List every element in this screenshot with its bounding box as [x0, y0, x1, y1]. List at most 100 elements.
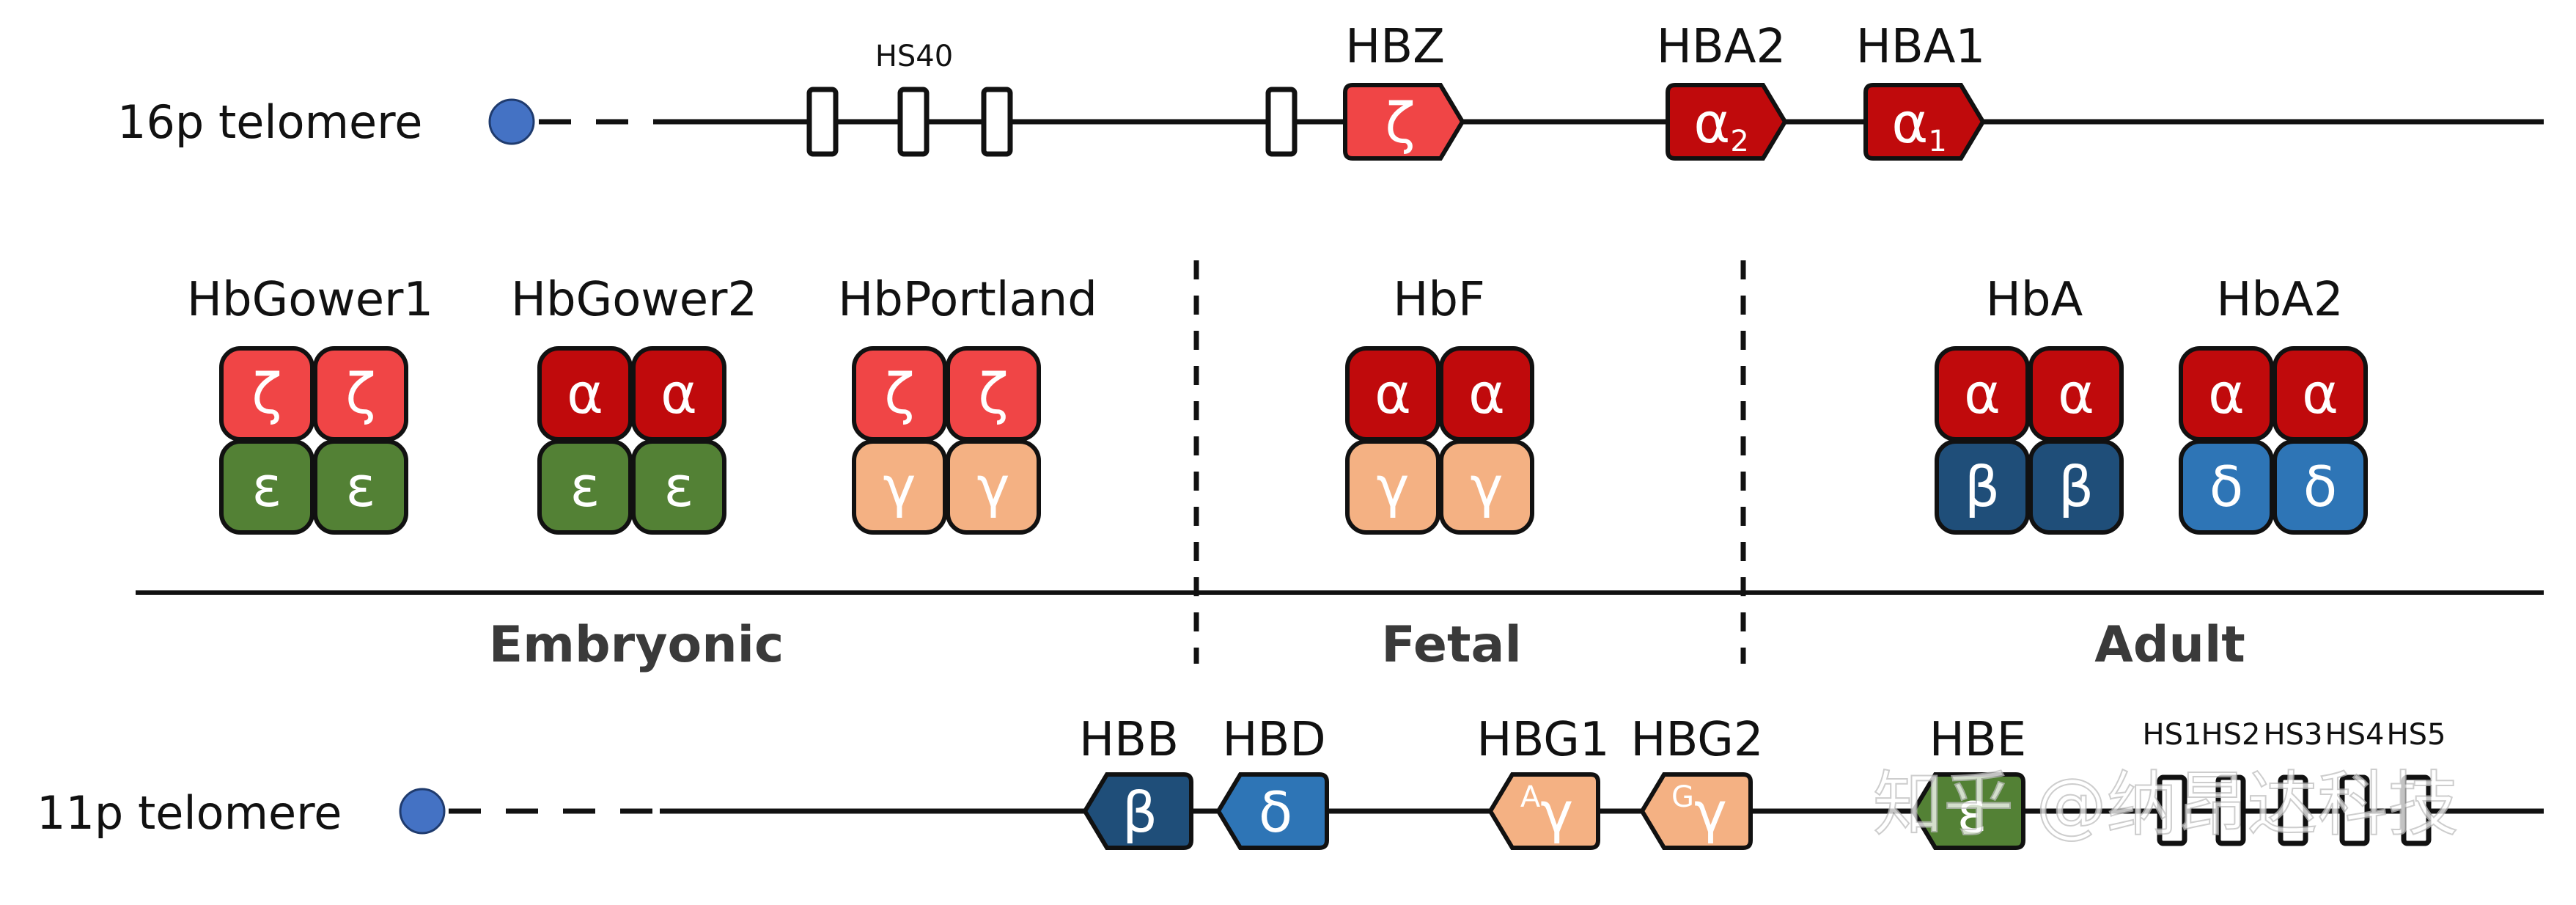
globin-subunit [1935, 439, 2030, 535]
globin-subunit-symbol: α [1375, 361, 1411, 426]
gene-symbol: α [1693, 90, 1730, 155]
hs-label: HS2 [2201, 718, 2261, 752]
hb-name: HbF [1393, 273, 1485, 327]
gene-hbd: HBD δ [1215, 713, 1329, 850]
globin-subunit-symbol: γ [1377, 454, 1410, 519]
hs-site [897, 87, 930, 157]
globin-subunit-symbol: α [1468, 361, 1505, 426]
hs-label: HS1 [2143, 718, 2202, 752]
stage-adult: Adult [2094, 616, 2245, 674]
globin-subunit [852, 439, 947, 535]
globin-subunit-symbol: γ [977, 454, 1010, 519]
hs-site [2157, 774, 2187, 846]
globin-subunit [313, 439, 408, 535]
globin-subunit [1439, 439, 1534, 535]
gene-name: HBZ [1345, 20, 1445, 74]
gene-symbol: δ [1259, 780, 1293, 845]
gene-arrow [1215, 772, 1329, 850]
stage-embryonic: Embryonic [489, 616, 784, 674]
watermark: 知乎 @纳昂达科技 [1873, 763, 2459, 846]
gene-symbol-group: α1 [1891, 90, 1947, 158]
globin-subunit-symbol: δ [2303, 454, 2338, 519]
globin-subunit [2028, 439, 2124, 535]
gene-name: HBG1 [1476, 713, 1609, 767]
gene-name: HBA2 [1657, 20, 1786, 74]
gene-hbg1: HBG1 Aγ [1476, 713, 1610, 850]
gene-name: HBE [1929, 713, 2026, 767]
gene-name: HBA1 [1856, 20, 1986, 74]
globin-subunit [537, 439, 633, 535]
chr11-label: 11p telomere [37, 786, 342, 840]
gene-hba2: HBA2 α2 [1657, 20, 1788, 161]
chr11-telomere-dot [399, 788, 446, 835]
gene-symbol: β [1122, 780, 1158, 845]
globin-subunit [631, 439, 726, 535]
gene-arrow [1487, 772, 1600, 850]
gene-superscript: G [1671, 780, 1694, 814]
gene-subscript: 2 [1730, 125, 1748, 158]
globin-subunit [2273, 439, 2368, 535]
hb-name: HbA [1986, 273, 2083, 327]
globin-subunit-symbol: ε [251, 454, 281, 519]
gene-superscript: A [1520, 780, 1541, 814]
gene-name: HBB [1079, 713, 1179, 767]
globin-subunit [219, 439, 314, 535]
hs-site [2339, 774, 2370, 846]
chr16-label: 16p telomere [117, 95, 422, 149]
hb-name: HbPortland [838, 273, 1097, 327]
globin-subunit-symbol: ζ [345, 361, 375, 426]
hs-site [1265, 87, 1298, 157]
globin-subunit-symbol: γ [883, 454, 916, 519]
gene-symbol: ζ [1385, 90, 1415, 155]
hs-site [806, 87, 839, 157]
gene-hbg2: HBG2 Gγ [1630, 713, 1764, 850]
gene-symbol: ε [1957, 780, 1987, 845]
globin-subunit-symbol: ε [345, 454, 375, 519]
globin-subunit-symbol: β [1965, 454, 2001, 519]
gene-arrow [1639, 772, 1753, 850]
gene-arrow [1863, 83, 1986, 161]
hs-site [2278, 774, 2308, 846]
globin-subunit-symbol: α [2058, 361, 2094, 426]
hs-label: HS3 [2264, 718, 2323, 752]
gene-symbol: γ [1694, 780, 1727, 845]
globin-subunit [946, 439, 1041, 535]
globin-subunit-symbol: β [2058, 454, 2094, 519]
gene-name: HBG2 [1630, 713, 1763, 767]
gene-hbe: HBE ε [1910, 713, 2026, 850]
globin-subunit-symbol: γ [1471, 454, 1504, 519]
gene-subscript: 1 [1928, 125, 1946, 158]
gene-symbol: γ [1540, 780, 1573, 845]
globin-subunit [1345, 439, 1440, 535]
hs40-label: HS40 [875, 40, 953, 73]
globin-subunit-symbol: ζ [884, 361, 914, 426]
gene-symbol-group: Aγ [1520, 780, 1573, 845]
hs-site [2401, 774, 2432, 846]
hemoglobin-section: HbGower1 HbGower2 HbPortland HbF HbA HbA… [187, 273, 2368, 535]
chromosome-11: 11p telomere HBB β HBD δ HBG1 Aγ HBG2 Gγ [37, 713, 2544, 850]
gene-symbol-group: Gγ [1671, 780, 1727, 845]
chr16-telomere-dot [488, 98, 535, 145]
globin-subunit-symbol: ε [663, 454, 693, 519]
gene-hbz: HBZ ζ [1343, 20, 1465, 161]
globin-subunit-symbol: ζ [978, 361, 1008, 426]
gene-symbol: α [1891, 90, 1928, 155]
gene-symbol-group: α2 [1693, 90, 1749, 158]
hb-name: HbA2 [2216, 273, 2343, 327]
globin-subunit-symbol: α [567, 361, 603, 426]
hs-label: HS5 [2387, 718, 2446, 752]
hs-site [2215, 774, 2246, 846]
globin-subunit-symbol: α [2302, 361, 2338, 426]
hb-name: HbGower2 [511, 273, 757, 327]
stage-fetal: Fetal [1381, 616, 1522, 674]
gene-arrow [1082, 772, 1193, 850]
gene-arrow [1343, 83, 1465, 161]
globin-subunit-symbol: ε [570, 454, 600, 519]
